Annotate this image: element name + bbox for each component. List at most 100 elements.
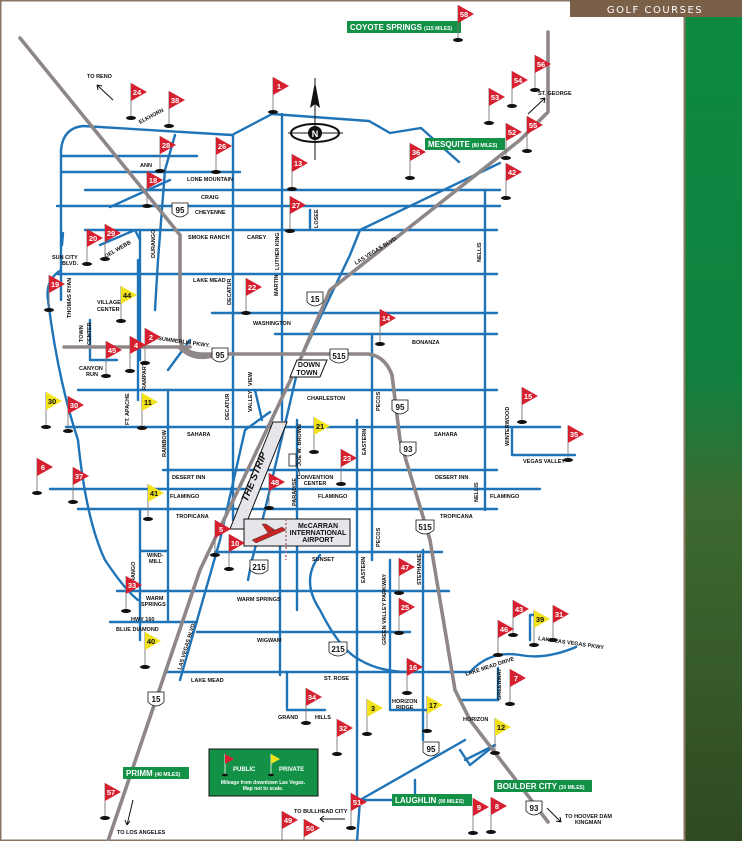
course-number: 57 (107, 788, 115, 797)
course-number: 12 (497, 723, 505, 732)
hole-cup-icon (268, 110, 278, 114)
flag-icon (292, 154, 308, 172)
svg-text:NELLIS: NELLIS (477, 242, 483, 262)
downtown-label: DOWN TOWN (289, 359, 328, 378)
svg-text:HWY 160: HWY 160 (131, 617, 154, 623)
svg-text:95: 95 (216, 351, 225, 360)
course-number: 53 (491, 93, 499, 102)
course-number: 36 (412, 148, 420, 157)
hole-cup-icon (100, 816, 110, 820)
flag-icon (407, 658, 423, 676)
hole-cup-icon (142, 204, 152, 208)
flag-icon (87, 229, 103, 247)
hole-cup-icon (309, 450, 319, 454)
public-course-flag-26: 26 (211, 137, 232, 174)
hole-cup-icon (155, 169, 165, 173)
public-course-flag-45: 45 (101, 341, 122, 378)
svg-text:TOWN: TOWN (296, 370, 317, 377)
public-course-flag-2: 2 (140, 328, 161, 365)
course-number: 40 (147, 637, 155, 646)
svg-text:WIND-: WIND- (147, 553, 164, 559)
flag-icon (306, 688, 322, 706)
hole-cup-icon (125, 369, 135, 373)
svg-text:PECOS: PECOS (376, 391, 382, 411)
hole-cup-icon (224, 567, 234, 571)
hole-cup-icon (100, 257, 110, 261)
destination-primm: PRIMM(40 MILES) (123, 767, 189, 779)
svg-text:15: 15 (152, 695, 161, 704)
hole-cup-icon (126, 116, 136, 120)
us95-shield: 95 (211, 347, 229, 363)
hole-cup-icon (210, 553, 220, 557)
course-number: 27 (292, 201, 300, 210)
destination-mesquite: MESQUITE(80 MILES) (425, 138, 505, 150)
hole-cup-icon (501, 196, 511, 200)
svg-text:EASTERN: EASTERN (361, 557, 367, 583)
public-course-flag-15: 15 (517, 387, 538, 424)
flag-icon (351, 793, 367, 811)
course-number: 50 (306, 824, 314, 833)
course-number: 51 (353, 798, 361, 807)
svg-text:HILLS: HILLS (315, 715, 331, 721)
svg-text:TROPICANA: TROPICANA (176, 514, 209, 520)
hole-cup-icon (405, 176, 415, 180)
hole-cup-icon (332, 752, 342, 756)
course-number: 52 (508, 128, 516, 137)
course-number: 19 (51, 280, 59, 289)
svg-text:FLAMINGO: FLAMINGO (490, 494, 520, 500)
hole-cup-icon (394, 631, 404, 635)
flag-icon (148, 484, 164, 502)
course-number: 1 (277, 82, 281, 91)
flag-icon (535, 55, 551, 73)
us93-shield: 93 (399, 441, 417, 457)
course-number: 2 (149, 333, 153, 342)
public-course-flag-49: 49 (281, 811, 298, 841)
public-course-flag-35: 35 (563, 425, 584, 462)
svg-text:MESQUITE(80 MILES): MESQUITE(80 MILES) (428, 140, 498, 149)
public-course-flag-53: 53 (484, 88, 505, 125)
i515-shield: 515 (415, 519, 435, 535)
hole-cup-icon (394, 591, 404, 595)
svg-text:KINGMAN: KINGMAN (575, 820, 601, 826)
flag-icon (68, 396, 84, 414)
svg-text:TO HOOVER DAM: TO HOOVER DAM (565, 814, 612, 820)
us95-shield: 95 (171, 202, 189, 218)
hole-cup-icon (285, 229, 295, 233)
public-course-flag-42: 42 (501, 163, 522, 200)
svg-text:TROPICANA: TROPICANA (440, 514, 473, 520)
flag-icon (510, 669, 526, 687)
flag-icon (491, 797, 507, 815)
svg-text:PECOS: PECOS (376, 527, 382, 547)
flag-icon (46, 392, 62, 410)
hole-cup-icon (453, 38, 463, 42)
header-title: GOLF COURSES (607, 5, 703, 16)
public-course-flag-28: 28 (155, 136, 176, 173)
public-course-flag-29: 29 (100, 224, 121, 261)
svg-text:VILLAGE: VILLAGE (97, 300, 121, 306)
svg-text:N: N (312, 129, 319, 139)
hole-cup-icon (505, 702, 515, 706)
svg-text:LAUGHLIN(90 MILES): LAUGHLIN(90 MILES) (395, 796, 464, 805)
hole-cup-icon (529, 643, 539, 647)
flag-icon (290, 196, 306, 214)
course-number: 23 (343, 454, 351, 463)
destination-boulder-city: BOULDER CITY(30 MILES) (494, 780, 592, 792)
flag-icon (142, 393, 158, 411)
hole-cup-icon (101, 374, 111, 378)
svg-text:BLVD.: BLVD. (62, 261, 79, 267)
svg-text:VALLEY: VALLEY (248, 390, 254, 412)
flag-icon (410, 143, 426, 161)
hole-cup-icon (422, 729, 432, 733)
svg-text:JOE W. BROWN: JOE W. BROWN (297, 424, 303, 466)
map-legend: PUBLIC PRIVATE Mileage from downtown Las… (208, 748, 319, 797)
hole-cup-icon (287, 187, 297, 191)
flag-icon (513, 600, 529, 618)
hole-cup-icon (508, 633, 518, 637)
arrow-icon (124, 799, 134, 826)
flag-icon (215, 520, 231, 538)
svg-text:RAMPART: RAMPART (142, 362, 148, 390)
public-course-flag-58: 58 (453, 5, 474, 42)
svg-text:THOMAS RYAN: THOMAS RYAN (67, 278, 73, 318)
private-course-flag-41: 41 (143, 484, 164, 521)
public-course-flag-14: 14 (375, 309, 396, 346)
